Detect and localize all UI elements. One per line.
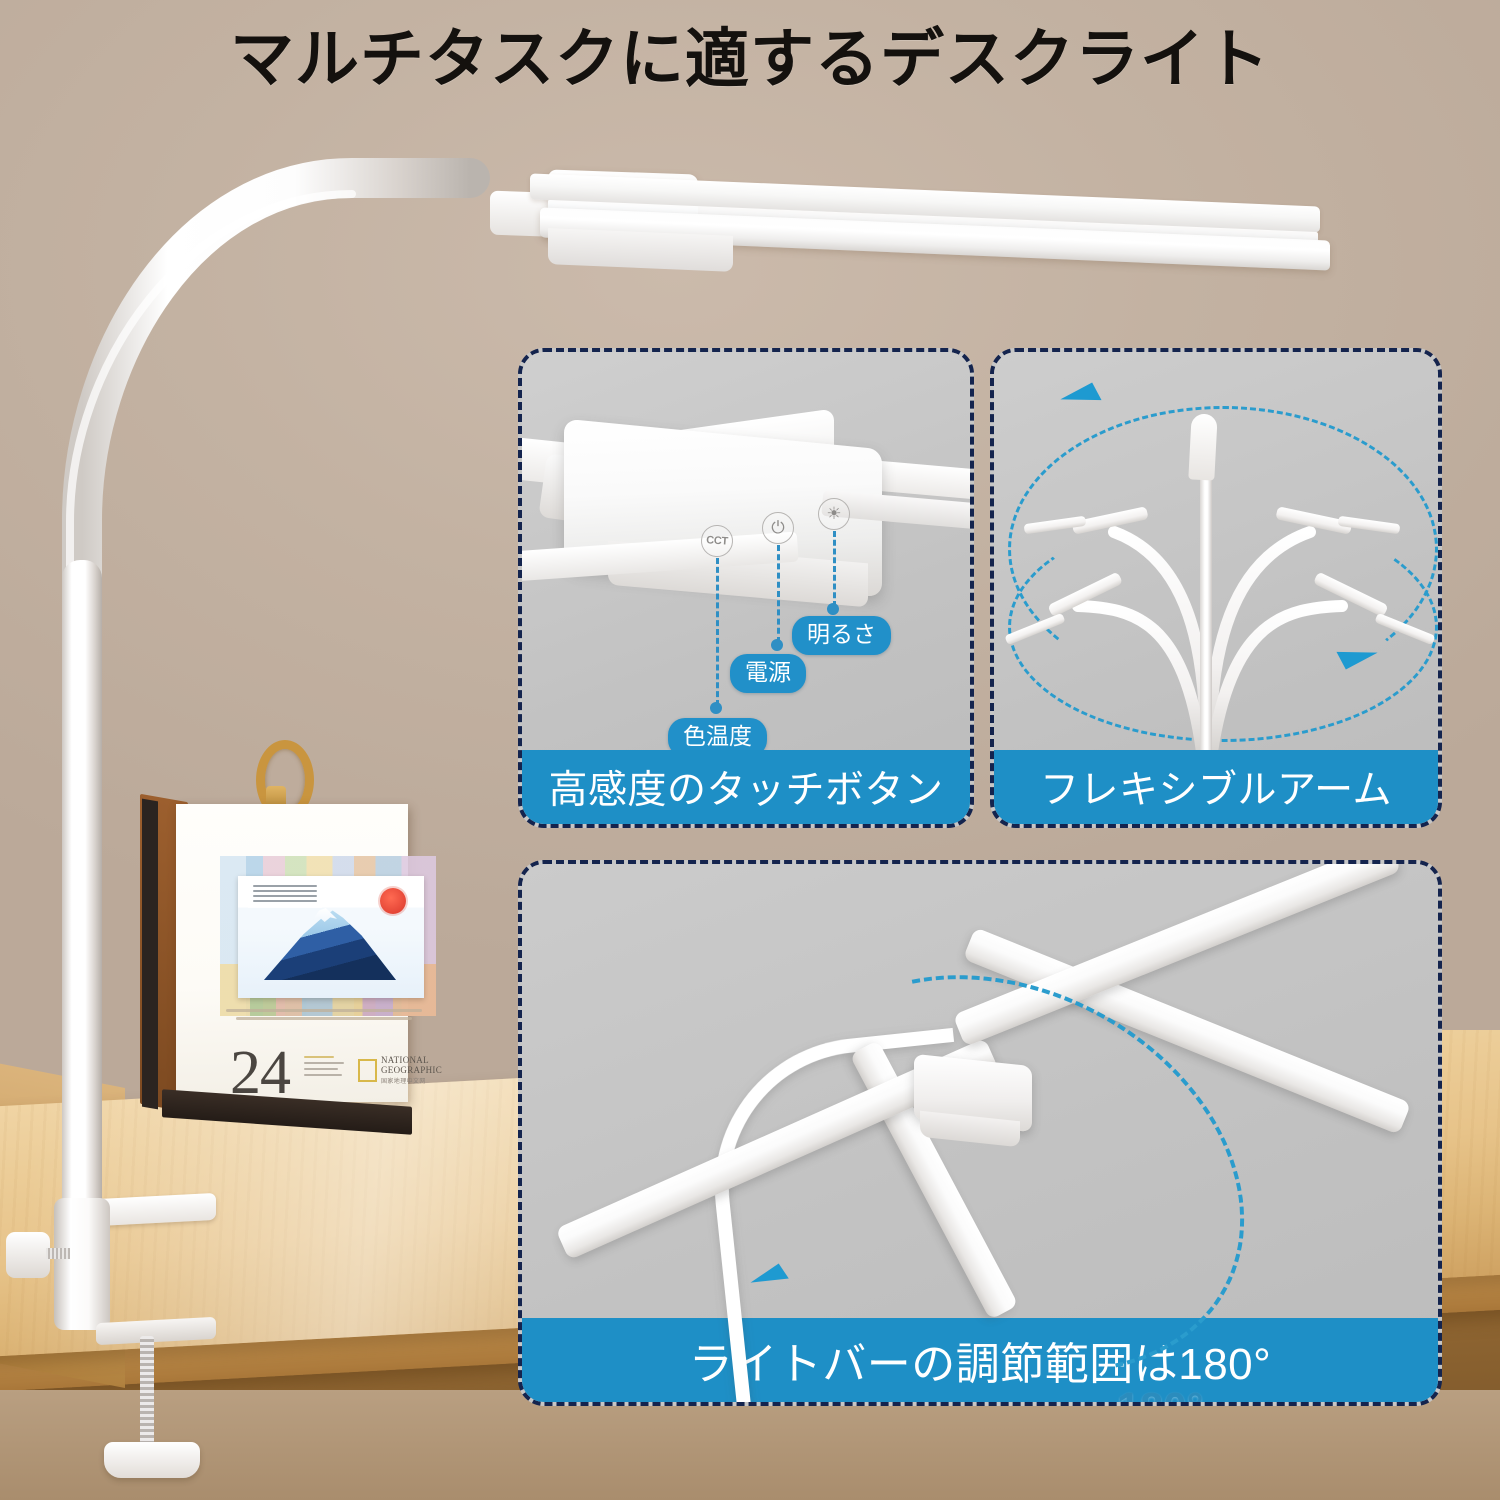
brightness-icon[interactable]: ☀ — [818, 498, 850, 530]
natgeo-brand-line2: GEOGRAPHIC — [381, 1064, 443, 1075]
rotation-arc-lower — [1008, 512, 1438, 742]
red-sun-icon — [380, 888, 406, 914]
brightness-icon-label: ☀ — [826, 504, 842, 523]
leader-line-cct — [716, 558, 719, 706]
power-icon-label: ⏻ — [771, 518, 785, 537]
leader-line-brightness — [833, 531, 836, 607]
calendar-fuji-illustration — [238, 876, 424, 998]
pill-power: 電源 — [730, 654, 806, 693]
power-icon[interactable]: ⏻ — [762, 512, 794, 544]
calendar-quote-text — [226, 1004, 431, 1026]
pill-brightness: 明るさ — [792, 616, 891, 655]
cct-icon-label: CCT — [705, 534, 729, 548]
panel-touch-buttons: CCT ⏻ ☀ 色温度 電源 明るさ 高感度のタッチボタン — [518, 348, 974, 828]
panel-light-bar-range-caption: ライトバーの調節範囲は180° — [522, 1318, 1438, 1402]
leader-line-power — [777, 545, 780, 643]
calendar-day-number: 24 — [230, 1039, 291, 1107]
arm-center-tip — [1188, 413, 1218, 481]
leader-dot-cct — [710, 702, 722, 714]
panel-touch-buttons-caption: 高感度のタッチボタン — [522, 750, 970, 824]
page-title: マルチタスクに適するデスクライト — [230, 23, 1270, 95]
panel-flexible-arm-caption: フレキシブルアーム — [994, 750, 1438, 824]
calendar-side-text — [304, 1052, 350, 1080]
national-geographic-logo: NATIONAL GEOGRAPHIC 国家地理中文网 — [358, 1055, 443, 1085]
rotation-arc-upper — [1008, 406, 1438, 692]
calendar-spine — [142, 798, 158, 1110]
panel-light-bar-range-body: 180° — [522, 864, 1438, 1402]
floor — [0, 1390, 1500, 1500]
natgeo-brand-sub: 国家地理中文网 — [381, 1079, 426, 1085]
arm-center-stem — [1200, 470, 1212, 760]
panel-touch-buttons-body: CCT ⏻ ☀ 色温度 電源 明るさ — [522, 352, 970, 824]
leader-dot-brightness — [827, 603, 839, 615]
panel-flexible-arm: フレキシブルアーム — [990, 348, 1442, 828]
calendar-page: 24 NATIONAL GEOGRAPHIC 国家地理中文网 — [176, 804, 442, 1107]
desk-calendar: 24 NATIONAL GEOGRAPHIC 国家地理中文网 — [140, 740, 442, 1135]
natgeo-rectangle-icon — [358, 1059, 377, 1082]
illustration-caption-block — [248, 882, 322, 908]
natgeo-brand-line1: NATIONAL — [381, 1055, 429, 1065]
leader-dot-power — [771, 639, 783, 651]
panel-light-bar-range: 180° ライトバーの調節範囲は180° — [518, 860, 1442, 1406]
angle-label-180: 180° — [1117, 1384, 1204, 1402]
panel-flexible-arm-body — [994, 352, 1438, 824]
